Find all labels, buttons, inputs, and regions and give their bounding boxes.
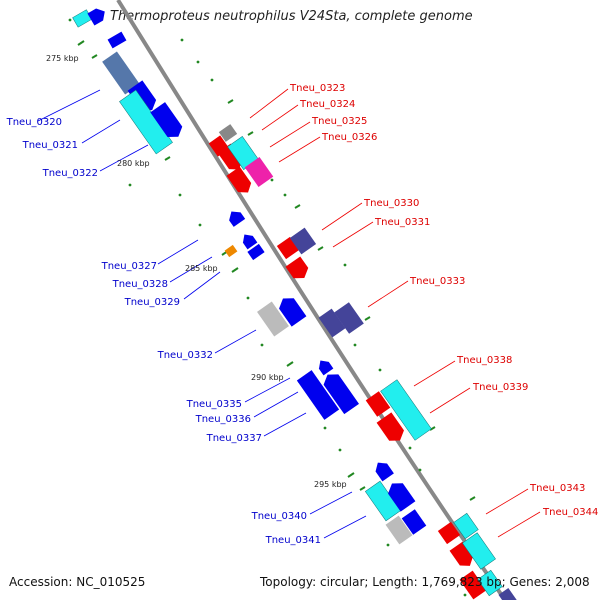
gene-blue[interactable] bbox=[87, 5, 108, 26]
genome-backbone bbox=[116, 0, 507, 600]
gene-label-left[interactable]: Tneu_0336 bbox=[195, 414, 251, 425]
gene-magenta[interactable] bbox=[244, 157, 274, 187]
gene-label-left[interactable]: Tneu_0328 bbox=[112, 279, 168, 290]
gene-blue[interactable] bbox=[127, 80, 160, 115]
ruler-dots bbox=[68, 18, 467, 597]
gene-label-left[interactable]: Tneu_0337 bbox=[206, 433, 262, 444]
gene-blue[interactable] bbox=[239, 231, 258, 250]
gene-red[interactable] bbox=[226, 166, 255, 197]
gene-red[interactable] bbox=[376, 412, 408, 445]
gene-label-right[interactable]: Tneu_0326 bbox=[321, 132, 377, 143]
gene-blue[interactable] bbox=[385, 478, 416, 512]
gene-blue[interactable] bbox=[401, 509, 427, 535]
gene-blue[interactable] bbox=[315, 357, 334, 376]
gene-label-right[interactable]: Tneu_0333 bbox=[409, 276, 465, 287]
gene-navy[interactable] bbox=[334, 302, 364, 334]
gene-label-right[interactable]: Tneu_0343 bbox=[529, 483, 585, 494]
accession-text: Accession: NC_010525 bbox=[9, 575, 146, 589]
gene-label-left[interactable]: Tneu_0340 bbox=[251, 511, 307, 522]
genome-summary-text: Topology: circular; Length: 1,769,823 bp… bbox=[260, 575, 590, 589]
gene-cyan[interactable] bbox=[72, 9, 93, 28]
ruler-label: 280 kbp bbox=[117, 159, 150, 168]
gene-blue[interactable] bbox=[372, 459, 394, 482]
gene-cyan[interactable] bbox=[477, 569, 503, 597]
ruler-label: 290 kbp bbox=[251, 373, 284, 382]
right-leader-lines bbox=[249, 88, 541, 538]
gene-label-left[interactable]: Tneu_0320 bbox=[6, 117, 62, 128]
gene-label-right[interactable]: Tneu_0324 bbox=[299, 99, 355, 110]
gene-red[interactable] bbox=[217, 143, 246, 174]
gene-navy[interactable] bbox=[289, 227, 317, 255]
gene-blue[interactable] bbox=[107, 31, 127, 49]
gene-red[interactable] bbox=[437, 521, 461, 545]
gene-label-right[interactable]: Tneu_0331 bbox=[374, 217, 430, 228]
gene-label-left[interactable]: Tneu_0329 bbox=[124, 297, 180, 308]
gene-cyan[interactable] bbox=[380, 379, 432, 441]
gene-red[interactable] bbox=[285, 256, 311, 283]
gene-red[interactable] bbox=[459, 570, 487, 600]
gene-cyan[interactable] bbox=[453, 512, 479, 540]
ruler-label: 285 kbp bbox=[185, 264, 218, 273]
gene-steel[interactable] bbox=[102, 51, 140, 95]
gene-blue[interactable] bbox=[320, 369, 359, 415]
gene-label-right[interactable]: Tneu_0323 bbox=[289, 83, 345, 94]
gene-cyan[interactable] bbox=[462, 532, 496, 570]
gene-label-left[interactable]: Tneu_0322 bbox=[42, 168, 98, 179]
gene-label-left[interactable]: Tneu_0341 bbox=[265, 535, 321, 546]
gene-gray[interactable] bbox=[218, 124, 238, 142]
gene-blue[interactable] bbox=[226, 207, 246, 227]
gene-label-right[interactable]: Tneu_0339 bbox=[472, 382, 528, 393]
ruler-label: 295 kbp bbox=[314, 480, 347, 489]
gene-label-right[interactable]: Tneu_0338 bbox=[456, 355, 512, 366]
gene-label-right[interactable]: Tneu_0325 bbox=[311, 116, 367, 127]
gene-navy[interactable] bbox=[498, 588, 518, 600]
gene-label-right[interactable]: Tneu_0330 bbox=[363, 198, 419, 209]
gene-label-left[interactable]: Tneu_0332 bbox=[157, 350, 213, 361]
gene-blue[interactable] bbox=[247, 243, 265, 261]
gene-label-left[interactable]: Tneu_0327 bbox=[101, 261, 157, 272]
gene-blue[interactable] bbox=[150, 102, 185, 142]
gene-red[interactable] bbox=[365, 391, 391, 417]
ruler-label: 275 kbp bbox=[46, 54, 79, 63]
gene-gray[interactable] bbox=[257, 301, 289, 337]
gene-gray[interactable] bbox=[385, 515, 413, 545]
gene-orange[interactable] bbox=[224, 244, 238, 258]
genome-title: Thermoproteus neutrophilus V24Sta, compl… bbox=[110, 9, 473, 24]
gene-red[interactable] bbox=[449, 541, 477, 571]
gene-blue[interactable] bbox=[296, 370, 340, 420]
left-leader-lines bbox=[37, 89, 367, 539]
gene-navy[interactable] bbox=[318, 308, 346, 338]
gene-label-left[interactable]: Tneu_0321 bbox=[22, 140, 78, 151]
gene-label-right[interactable]: Tneu_0344 bbox=[542, 507, 598, 518]
gene-blue[interactable] bbox=[276, 293, 307, 327]
gene-label-left[interactable]: Tneu_0335 bbox=[186, 399, 242, 410]
